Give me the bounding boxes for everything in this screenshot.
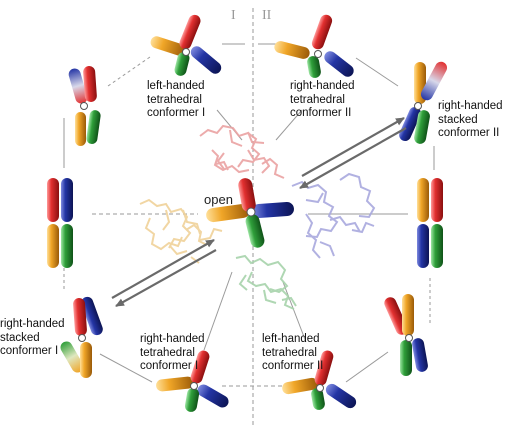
molecule-red [199, 124, 285, 179]
label-rh-tetrahedral-conformer-2: right-handed tetrahedral conformer II [290, 80, 355, 121]
label-line: right-handed [140, 333, 205, 345]
helix-bundle-lower-right [384, 294, 428, 376]
label-line: left-handed [262, 333, 320, 345]
label-line: left-handed [147, 80, 205, 92]
helix-bundle-rh-stacked-1 [60, 296, 103, 378]
arrow-stacked-1-to-open [111, 239, 215, 299]
helix-bundle-rh-tetra-1 [156, 350, 229, 412]
helix-bundle-rh-tetra-2 [274, 14, 354, 78]
label-rh-stacked-conformer-2: right-handed stacked conformer II [438, 100, 503, 141]
label-line: stacked [438, 113, 478, 126]
molecule-yellow [139, 198, 223, 264]
label-line: conformer I [0, 345, 59, 357]
label-line: tetrahedral [140, 346, 195, 359]
arrow-stacked-2-to-open [299, 127, 407, 189]
label-line: right-handed [0, 318, 65, 330]
label-line: tetrahedral [262, 346, 317, 359]
label-line: right-handed [438, 100, 503, 112]
label-line: right-handed [290, 80, 355, 92]
leader-lh-tetra-2 [282, 281, 307, 343]
molecule-blue [291, 172, 376, 259]
connector-top-left [107, 56, 151, 87]
label-line: stacked [0, 331, 40, 344]
label-lh-tetrahedral-conformer-1: left-handed tetrahedral conformer I [147, 80, 205, 121]
connector-bottom-right [345, 351, 389, 383]
label-line: conformer I [147, 107, 206, 119]
helix-bundle-upper-left [68, 66, 101, 146]
label-lh-tetrahedral-conformer-2: left-handed tetrahedral conformer II [262, 333, 323, 374]
leader-rh-tetra-1 [203, 271, 233, 351]
label-line: conformer II [290, 107, 352, 119]
helix-bundle-lh-tetra-1 [150, 14, 222, 76]
label-line: conformer I [140, 360, 199, 372]
center-label-open: open [204, 192, 233, 207]
region-label-ii: II [262, 8, 272, 23]
label-rh-stacked-conformer-1: right-handed stacked conformer I [0, 318, 65, 359]
helix-bundle-left-stacked [47, 178, 73, 268]
label-line: tetrahedral [147, 93, 202, 106]
leader-rh-tetra-2 [275, 109, 303, 141]
helix-bundle-rh-stacked-2 [399, 61, 448, 144]
arrow-open-to-stacked-1 [115, 249, 217, 307]
arrow-open-to-stacked-2 [301, 117, 405, 177]
helix-bundle-open [206, 178, 294, 248]
label-line: tetrahedral [290, 93, 345, 106]
connector-bottom-left [99, 353, 153, 383]
label-rh-tetrahedral-conformer-1: right-handed tetrahedral conformer I [140, 333, 205, 374]
helix-bundle-right-stacked [417, 178, 443, 268]
label-line: conformer II [262, 360, 324, 372]
transition-arrows [111, 117, 407, 307]
label-line: conformer II [438, 127, 500, 139]
region-label-i: I [231, 8, 236, 23]
molecule-green [235, 254, 297, 310]
helix-bundle-lh-tetra-2 [282, 350, 357, 410]
connector-top-right [355, 57, 399, 87]
